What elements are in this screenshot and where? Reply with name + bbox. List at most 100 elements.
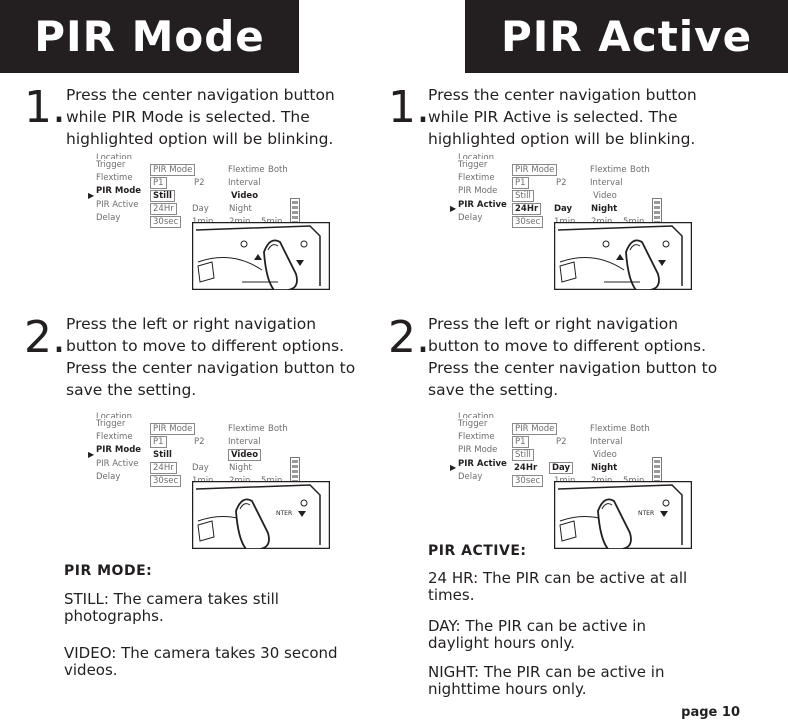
info-title: PIR MODE: — [64, 563, 153, 579]
banner-title: PIR Active — [500, 12, 753, 61]
menu-item: PIR Active — [96, 458, 139, 469]
step-number: 2. — [388, 312, 430, 363]
lcd-option: PIR Mode — [150, 164, 196, 176]
info-item: 24 HR: The PIR can be active at all time… — [428, 569, 688, 604]
menu-item: Flextime — [458, 173, 495, 184]
lcd-option: Interval — [590, 437, 623, 447]
lcd-screen: Location Trigger Flextime PIR Mode PIR A… — [430, 150, 692, 230]
lcd-option: PIR Mode — [512, 164, 558, 176]
menu-item-selected: PIR Mode — [96, 445, 142, 456]
lcd-option: Both — [268, 424, 288, 434]
lcd-option: Day — [192, 463, 209, 473]
menu-item-selected: PIR Active — [458, 458, 507, 469]
lcd-option: Flextime — [228, 424, 265, 434]
lcd-option: Night — [229, 463, 252, 473]
lcd-option: Night — [229, 204, 252, 214]
lcd-option: Both — [268, 165, 288, 175]
menu-item: Location — [458, 153, 494, 159]
menu-item: Trigger — [96, 419, 126, 429]
step-text: Press the center navigation button while… — [428, 86, 697, 148]
finger-pressing-button-icon: NTER — [554, 481, 692, 549]
lcd-option: 30sec — [512, 216, 544, 228]
lcd-option: Video — [231, 191, 259, 201]
selection-arrow-icon: ▶ — [88, 191, 95, 200]
lcd-option: Night — [591, 463, 618, 473]
info-item: DAY: The PIR can be active in daylight h… — [428, 617, 646, 652]
lcd-option: P1 — [512, 177, 529, 189]
lcd-option: P1 — [150, 177, 167, 189]
step-number: 2. — [24, 312, 66, 363]
lcd-option: 24Hr — [514, 463, 538, 473]
lcd-option: PIR Mode — [150, 423, 196, 435]
lcd-option: Still — [512, 190, 534, 202]
lcd-option: PIR Mode — [512, 423, 558, 435]
lcd-option: Both — [630, 165, 650, 175]
lcd-option: 24Hr — [150, 462, 177, 474]
lcd-option: P2 — [556, 178, 567, 188]
lcd-option-highlighted: Day — [549, 462, 574, 474]
info-title: PIR ACTIVE: — [428, 543, 527, 559]
info-item: VIDEO: The camera takes 30 second videos… — [64, 644, 338, 679]
lcd-option-highlighted: 24Hr — [512, 203, 542, 215]
lcd-illustration: Location Trigger Flextime PIR Mode PIR A… — [68, 409, 330, 549]
step-text: Press the left or right navigation butto… — [66, 315, 356, 399]
menu-item: Delay — [96, 212, 121, 223]
menu-item: Trigger — [458, 160, 488, 170]
selection-arrow-icon: ▶ — [88, 450, 95, 459]
lcd-screen: Location Trigger Flextime PIR Mode PIR A… — [430, 409, 692, 489]
lcd-option: 30sec — [150, 475, 182, 487]
menu-item: Location — [96, 412, 132, 418]
finger-pressing-button-icon — [192, 222, 330, 290]
enter-button-label: NTER — [276, 510, 292, 517]
lcd-option-highlighted: Video — [228, 449, 262, 461]
lcd-option: Day — [192, 204, 209, 214]
step-text: Press the center navigation button while… — [66, 86, 335, 148]
lcd-option: P2 — [194, 437, 205, 447]
page-number: page 10 — [681, 705, 740, 720]
step-number: 1. — [24, 82, 66, 133]
lcd-option: Video — [593, 450, 617, 460]
menu-item: PIR Mode — [458, 445, 498, 456]
step-text: Press the left or right navigation butto… — [428, 315, 718, 399]
lcd-option: 30sec — [512, 475, 544, 487]
selection-arrow-icon: ▶ — [450, 463, 457, 472]
banner-pir-active: PIR Active — [465, 0, 788, 73]
menu-item: PIR Mode — [458, 186, 498, 197]
banner-title: PIR Mode — [34, 12, 265, 61]
menu-item: Location — [96, 153, 132, 159]
lcd-option: P2 — [194, 178, 205, 188]
menu-item-selected: PIR Mode — [96, 186, 142, 197]
menu-item: Trigger — [458, 419, 488, 429]
lcd-option: Still — [512, 449, 534, 461]
lcd-option: Interval — [228, 178, 261, 188]
lcd-illustration: Location Trigger Flextime PIR Mode PIR A… — [430, 150, 692, 290]
menu-item-selected: PIR Active — [458, 199, 507, 210]
lcd-option: 30sec — [150, 216, 182, 228]
lcd-illustration: Location Trigger Flextime PIR Mode PIR A… — [68, 150, 330, 290]
lcd-illustration: Location Trigger Flextime PIR Mode PIR A… — [430, 409, 692, 549]
menu-item: Flextime — [458, 432, 495, 443]
menu-item: Flextime — [96, 432, 133, 443]
menu-item: PIR Active — [96, 199, 139, 210]
step-number: 1. — [388, 82, 430, 133]
selection-arrow-icon: ▶ — [450, 204, 457, 213]
info-item: STILL: The camera takes still photograph… — [64, 590, 279, 625]
lcd-option: P1 — [150, 436, 167, 448]
lcd-option: Flextime — [590, 165, 627, 175]
lcd-option: Night — [591, 204, 618, 214]
lcd-screen: Location Trigger Flextime PIR Mode PIR A… — [68, 150, 330, 230]
enter-button-label: NTER — [638, 510, 654, 517]
lcd-option: P2 — [556, 437, 567, 447]
lcd-option: Interval — [590, 178, 623, 188]
menu-item: Delay — [458, 212, 483, 223]
lcd-option: Interval — [228, 437, 261, 447]
finger-pressing-button-icon: NTER — [192, 481, 330, 549]
menu-item: Delay — [96, 471, 121, 482]
lcd-option: 24Hr — [150, 203, 177, 215]
lcd-option: Flextime — [228, 165, 265, 175]
lcd-screen: Location Trigger Flextime PIR Mode PIR A… — [68, 409, 330, 489]
lcd-option: Flextime — [590, 424, 627, 434]
menu-item: Delay — [458, 471, 483, 482]
menu-item: Location — [458, 412, 494, 418]
menu-item: Trigger — [96, 160, 126, 170]
